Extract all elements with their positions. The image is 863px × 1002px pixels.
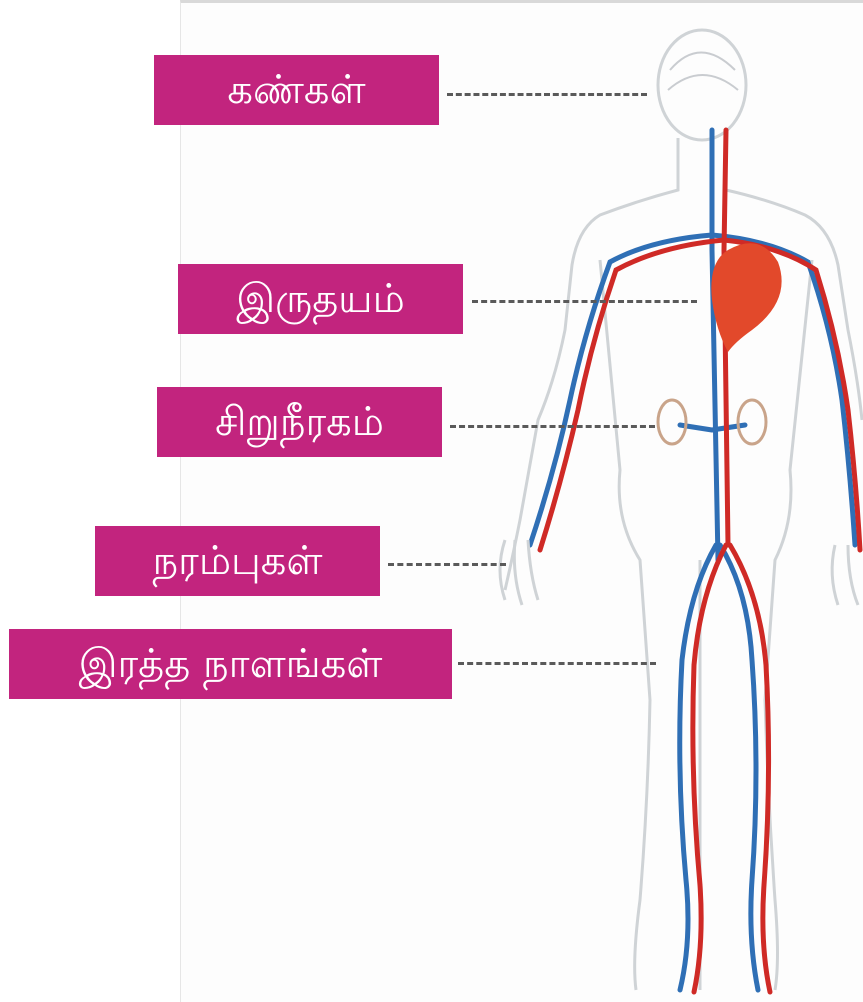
heart-shape [711,243,781,352]
brain [668,53,738,91]
leader-line-eyes [447,93,647,96]
label-nerves: நரம்புகள் [95,526,380,596]
leader-line-nerves [388,563,506,566]
label-heart: இருதயம் [178,264,463,334]
hands [500,540,858,605]
leader-line-heart [472,300,697,303]
label-eyes: கண்கள் [154,55,439,125]
leader-line-kidneys [450,425,655,428]
kidneys [658,400,766,444]
veins [530,130,855,990]
label-blood-vessels: இரத்த நாளங்கள் [9,629,452,699]
leader-line-blood-vessels [458,662,656,665]
label-kidneys: சிறுநீரகம் [157,387,442,457]
